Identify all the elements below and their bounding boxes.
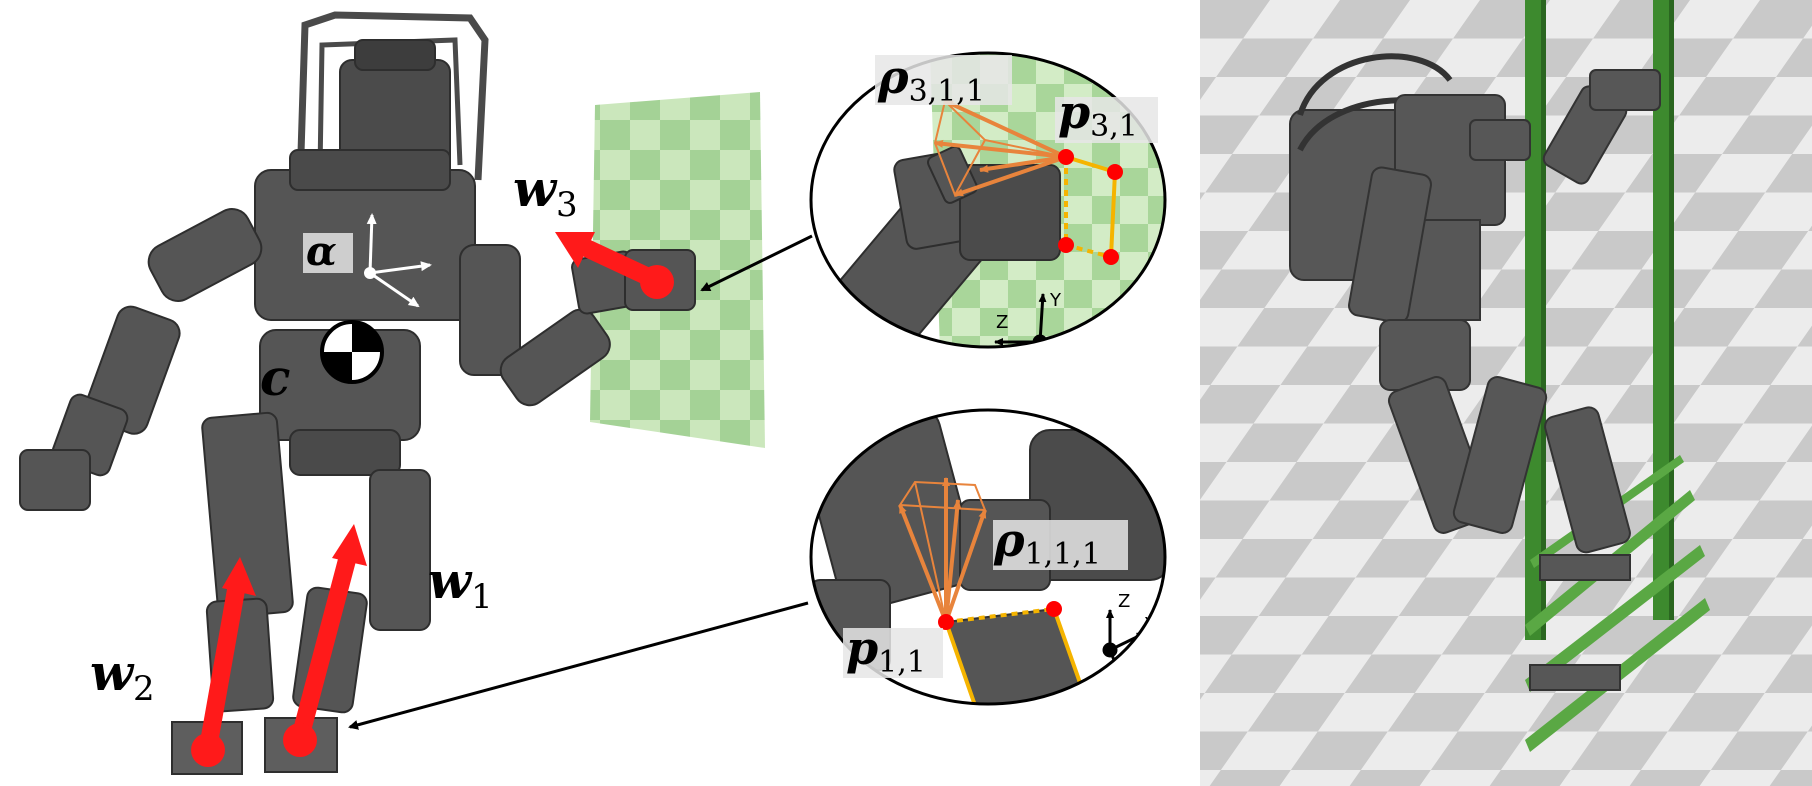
left-panel: α c w3 w1 w xyxy=(19,11,813,775)
hand-contact-inset: Y Z X ρ3,1,1 p3,1 xyxy=(809,50,1167,351)
com-label: c xyxy=(260,348,290,407)
p-foot-label: p1,1 xyxy=(846,621,926,680)
alpha-label: α xyxy=(306,228,337,275)
friction-cone-foot xyxy=(898,477,987,623)
pointer-arrow-foot xyxy=(348,601,809,730)
pointer-arrow-hand xyxy=(700,234,813,292)
axis-x-label: X xyxy=(1130,674,1142,695)
wrench-arrow-w2 xyxy=(191,557,256,767)
axis-z-label: Z xyxy=(996,312,1008,333)
center-of-mass-icon xyxy=(320,320,384,384)
rho-hand-label: ρ3,1,1 xyxy=(877,50,985,109)
friction-cone-hand xyxy=(933,99,1067,198)
w2-label: w2 xyxy=(90,643,155,709)
ladder xyxy=(1525,0,1710,752)
axis-x-label: X xyxy=(1077,330,1089,351)
w3-label: w3 xyxy=(513,159,578,225)
ladder-scene-panel xyxy=(1200,0,1812,786)
axis-y-label: Y xyxy=(1049,290,1062,311)
wrench-arrow-w1 xyxy=(283,524,367,757)
rho-foot-label: ρ1,1,1 xyxy=(993,513,1101,572)
w1-label: w1 xyxy=(428,551,493,617)
wrench-arrow-w3 xyxy=(555,232,674,299)
base-frame-icon xyxy=(364,213,432,308)
foot-contact-inset: Z Y X ρ1,1,1 p1,1 xyxy=(809,408,1167,706)
contact-patch-hand xyxy=(1058,149,1123,265)
p-hand-label: p3,1 xyxy=(1058,85,1138,144)
robot-on-ladder xyxy=(1289,53,1661,691)
axis-z-label: Z xyxy=(1118,591,1130,612)
